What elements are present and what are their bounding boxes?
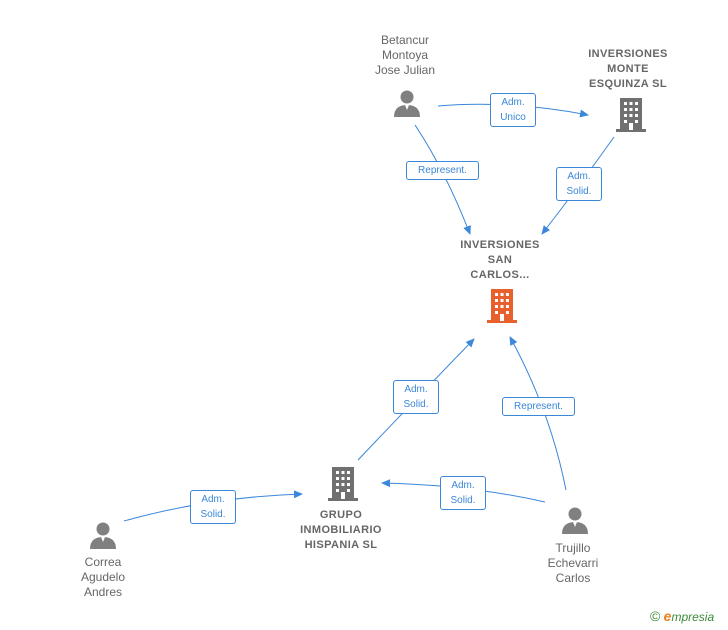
edge-label-represent[interactable]: Represent. [406, 161, 479, 180]
edge-label-adm-solid[interactable]: Adm. Solid. [440, 476, 486, 510]
edge-label-line: Solid. [200, 509, 226, 520]
label-line: Carlos [555, 571, 591, 585]
node-label-san-carlos[interactable]: INVERSIONES SAN CARLOS... [445, 238, 555, 283]
label-line: Betancur [380, 33, 430, 47]
edge-label-line: Adm. [567, 171, 591, 182]
brand-name: mpresia [671, 610, 715, 624]
label-line: Agudelo [80, 570, 126, 584]
label-line: INVERSIONES [460, 239, 540, 251]
edges [123, 103, 615, 522]
label-line: Echevarri [547, 556, 599, 570]
edge-label-adm-solid[interactable]: Adm. Solid. [190, 490, 236, 524]
node-label-grupo[interactable]: GRUPO INMOBILIARIO HISPANIA SL [286, 508, 396, 553]
node-label-monte-esquinza[interactable]: INVERSIONES MONTE ESQUINZA SL [573, 47, 683, 92]
label-line: GRUPO [319, 509, 363, 521]
building-icon-focus[interactable] [486, 288, 518, 324]
edge-label-adm-unico[interactable]: Adm. Unico [490, 93, 536, 127]
edge-label-line: Represent. [514, 401, 563, 412]
label-line: INVERSIONES [588, 48, 668, 60]
person-icon[interactable] [88, 520, 118, 550]
edge-label-line: Adm. [404, 384, 428, 395]
label-line: INMOBILIARIO [300, 524, 382, 536]
edge-label-adm-solid[interactable]: Adm. Solid. [393, 380, 439, 414]
edge-label-line: Adm. [501, 97, 525, 108]
label-line: HISPANIA SL [304, 539, 378, 551]
edge-label-line: Represent. [418, 165, 467, 176]
label-line: ESQUINZA SL [589, 78, 667, 90]
building-icon[interactable] [327, 466, 359, 502]
label-line: SAN [487, 254, 513, 266]
edge-label-line: Unico [500, 112, 526, 123]
label-line: Correa [84, 555, 122, 569]
edge-label-adm-solid[interactable]: Adm. Solid. [556, 167, 602, 201]
label-line: CARLOS... [470, 269, 530, 281]
person-icon[interactable] [560, 505, 590, 535]
label-line: Jose Julian [374, 63, 436, 77]
edge-label-line: Solid. [403, 399, 429, 410]
building-icon[interactable] [615, 97, 647, 133]
label-line: Andres [83, 585, 123, 599]
edge-label-line: Solid. [450, 495, 476, 506]
label-line: Trujillo [555, 541, 591, 555]
edge-label-represent[interactable]: Represent. [502, 397, 575, 416]
node-label-trujillo[interactable]: Trujillo Echevarri Carlos [523, 541, 623, 586]
brand-initial: e [663, 608, 672, 624]
label-line: Montoya [381, 48, 429, 62]
brand-logo: © empresia [650, 608, 714, 624]
edge-label-line: Adm. [201, 494, 225, 505]
edge-label-line: Solid. [566, 186, 592, 197]
node-label-betancur[interactable]: Betancur Montoya Jose Julian [355, 33, 455, 78]
label-line: MONTE [607, 63, 649, 75]
person-icon[interactable] [392, 88, 422, 118]
edge-label-line: Adm. [451, 480, 475, 491]
node-label-correa[interactable]: Correa Agudelo Andres [53, 555, 153, 600]
copyright-symbol: © [650, 608, 661, 624]
